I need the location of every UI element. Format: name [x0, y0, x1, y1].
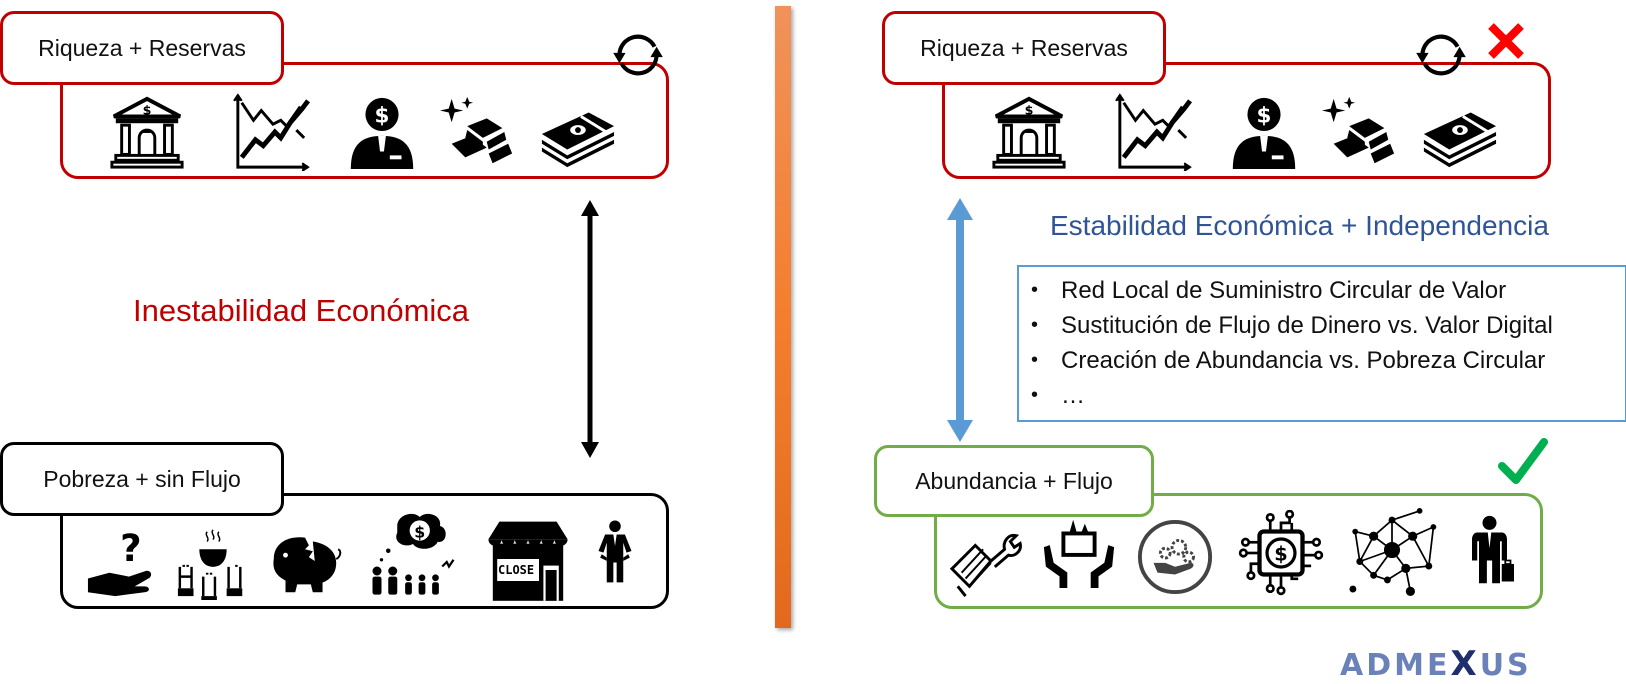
broken-piggy-bank-icon	[266, 522, 344, 600]
cash-stack-icon	[538, 93, 616, 171]
green-check-icon	[1498, 438, 1548, 484]
strategy-list-box: Red Local de Suministro Circular de Valo…	[1017, 265, 1626, 422]
empty-pockets-man-icon	[582, 510, 648, 592]
gear-hand-circle-icon	[1136, 518, 1214, 596]
red-x-icon	[1488, 23, 1524, 59]
people-network-icon	[1346, 500, 1438, 600]
stock-chart-icon	[232, 93, 310, 171]
double-arrow-black	[581, 200, 599, 458]
giving-hands-box-icon	[1040, 512, 1118, 590]
right-wealth-label: Riqueza + Reservas	[882, 11, 1166, 85]
list-item: Sustitución de Flujo de Dinero vs. Valor…	[1031, 308, 1625, 343]
refresh-cycle-icon	[607, 24, 669, 86]
admexus-logo: ADMEXUS	[1340, 644, 1532, 684]
gold-bars-icon	[1320, 93, 1398, 171]
right-heading: Estabilidad Económica + Independencia	[1050, 210, 1549, 241]
list-item: …	[1031, 378, 1625, 413]
food-aid-hands-icon	[174, 522, 252, 600]
strategy-list: Red Local de Suministro Circular de Valo…	[1019, 267, 1625, 413]
list-item: Red Local de Suministro Circular de Valo…	[1031, 273, 1625, 308]
bank-icon	[990, 93, 1068, 171]
list-item: Creación de Abundancia vs. Pobreza Circu…	[1031, 343, 1625, 378]
right-abundance-label: Abundancia + Flujo	[874, 445, 1154, 517]
closed-shop-icon: CLOSE	[482, 515, 574, 603]
left-wealth-label: Riqueza + Reservas	[0, 11, 284, 85]
center-divider	[775, 6, 791, 628]
refresh-cycle-icon	[1410, 24, 1472, 86]
closed-shop-sign: CLOSE	[498, 563, 535, 577]
cash-stack-icon	[1420, 93, 1498, 171]
money-person-icon	[1225, 93, 1303, 171]
begging-hand-icon	[86, 522, 164, 600]
digital-dollar-chip-icon	[1238, 510, 1324, 596]
businessman-briefcase-icon	[1458, 508, 1528, 592]
double-arrow-blue	[947, 198, 973, 442]
handshake-wrench-icon	[948, 522, 1026, 600]
left-poverty-label: Pobreza + sin Flujo	[0, 442, 284, 516]
left-heading: Inestabilidad Económica	[133, 293, 470, 328]
money-person-icon	[343, 93, 421, 171]
bank-icon	[108, 93, 186, 171]
stock-chart-icon	[1114, 93, 1192, 171]
gold-bars-icon	[438, 93, 516, 171]
poor-family-dream-icon	[368, 508, 458, 598]
